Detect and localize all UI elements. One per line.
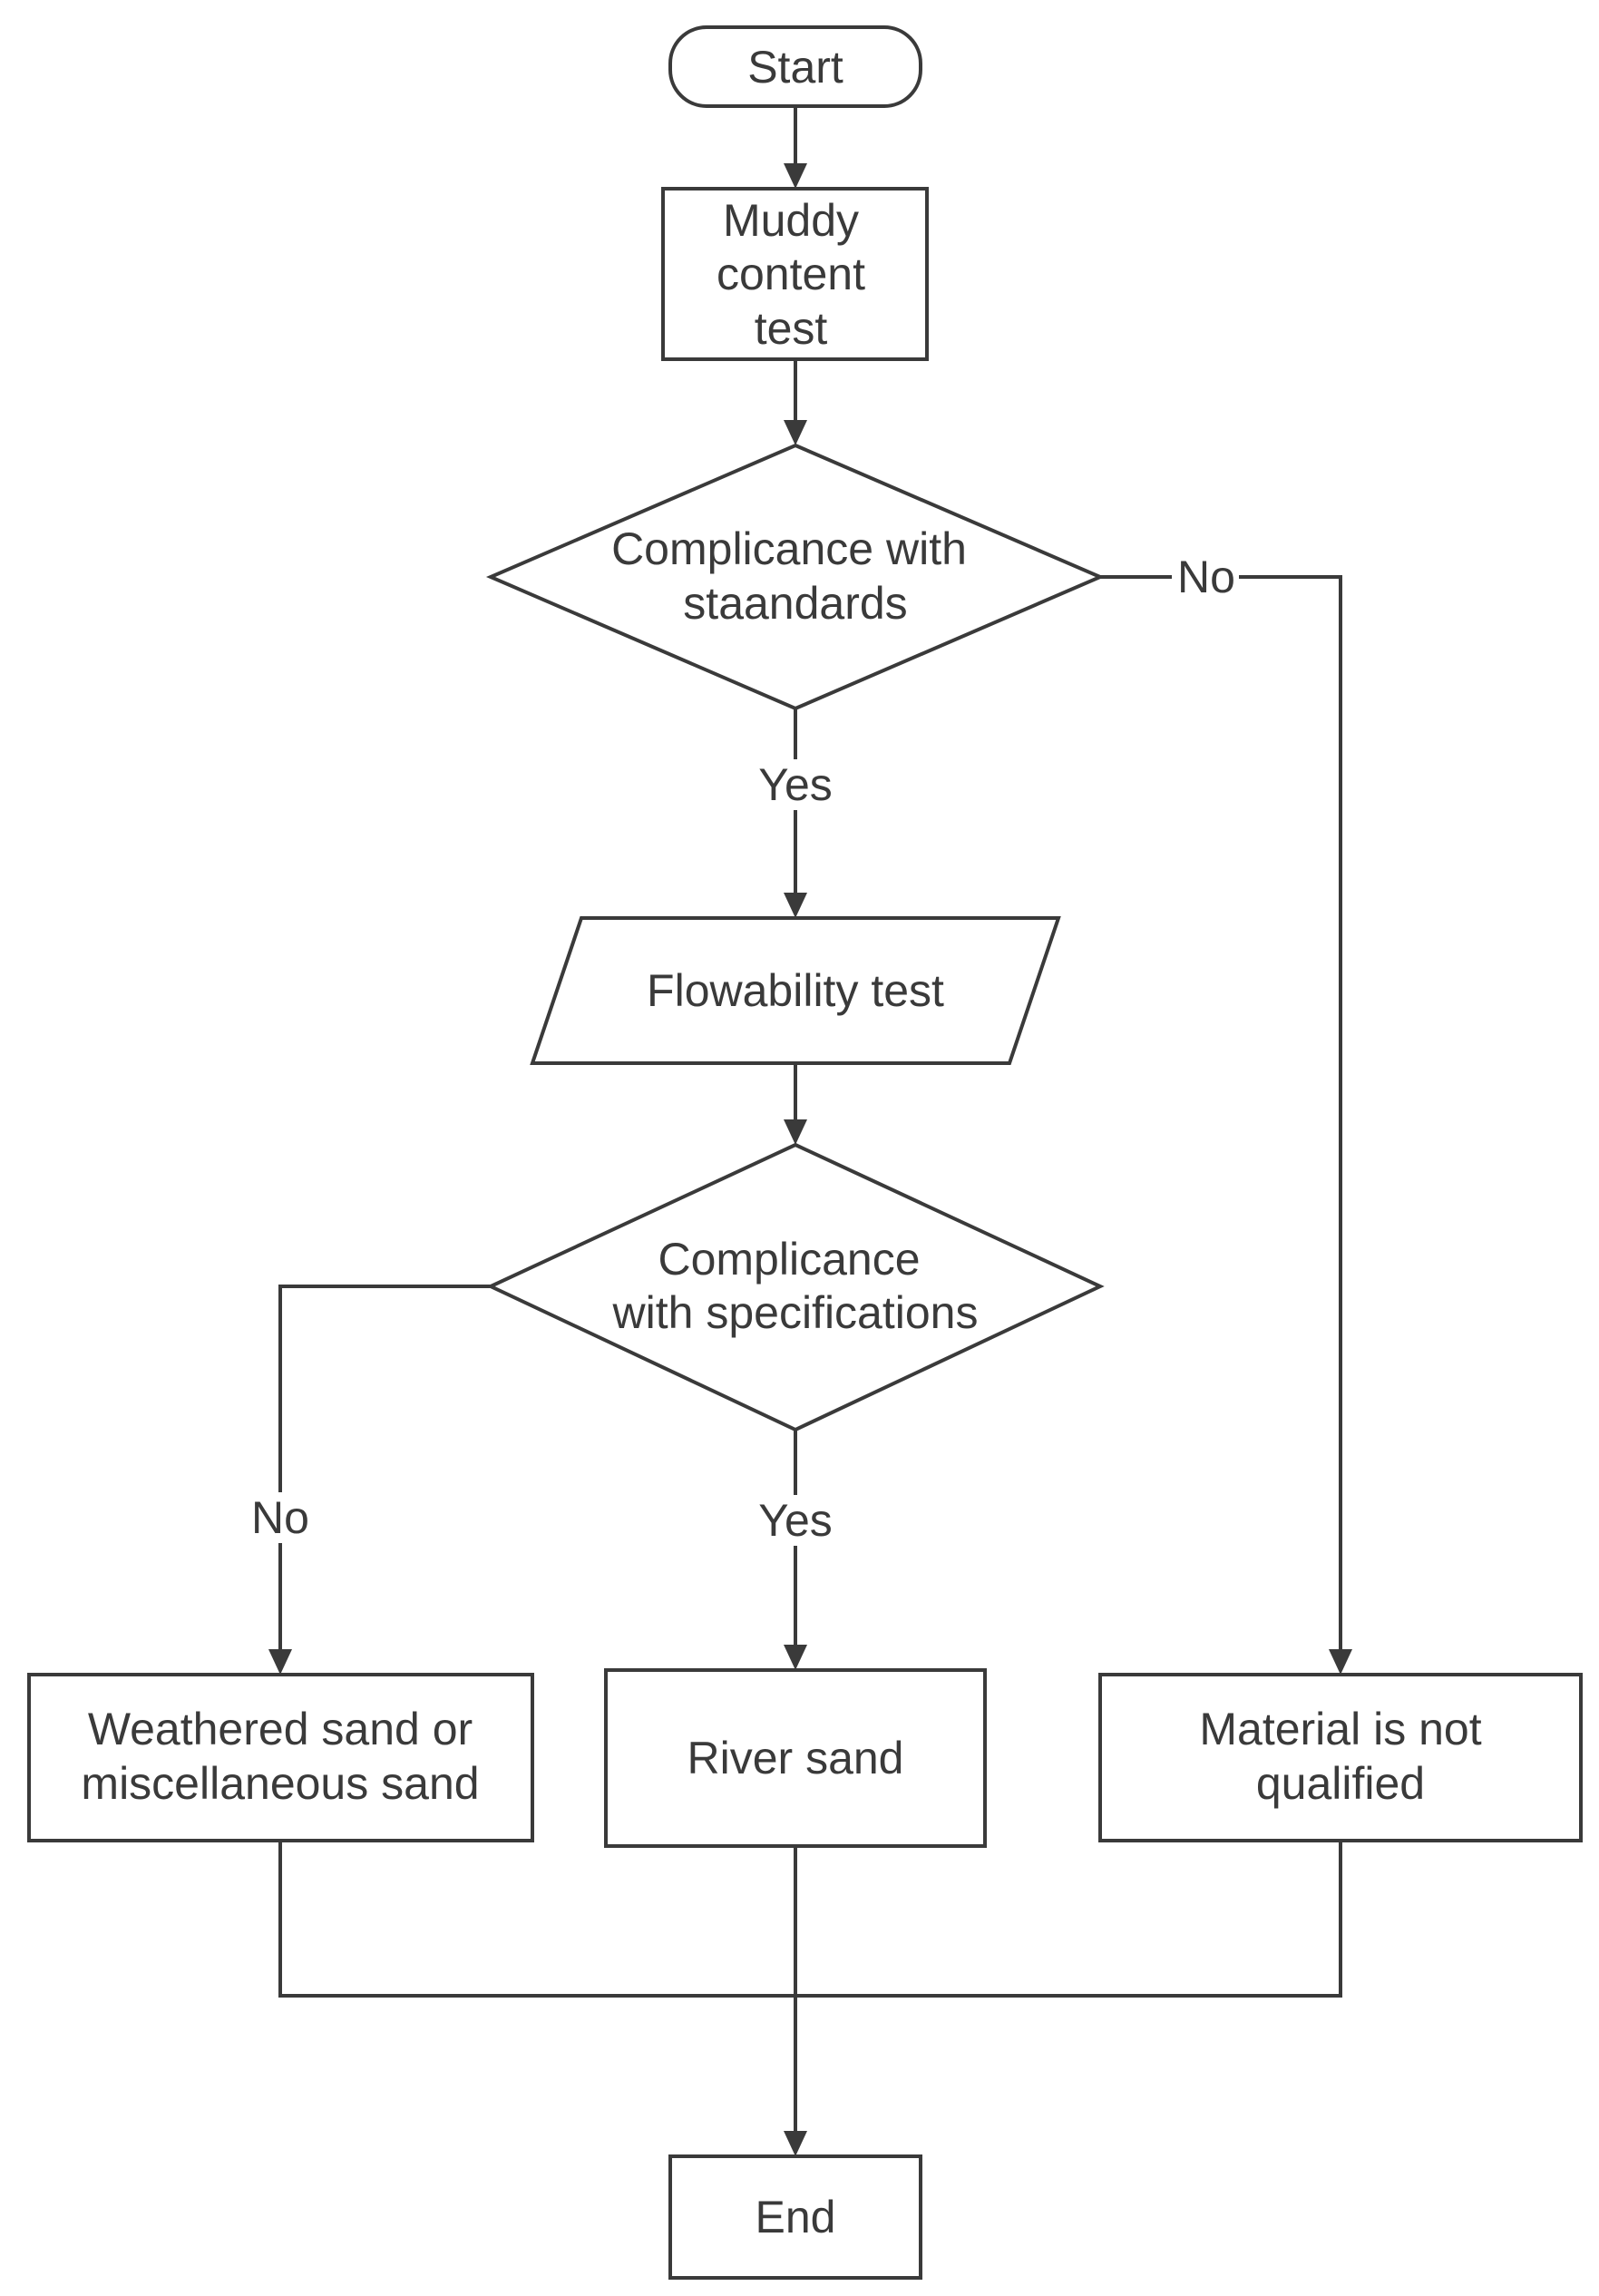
decision-specifications-node: Complicance with specifications: [486, 1142, 1105, 1432]
decision-standards-line-1: Complicance with: [611, 523, 967, 574]
weathered-label-line-1: Weathered sand or: [88, 1704, 473, 1754]
not-qualified-line-2: qualified: [1256, 1758, 1425, 1809]
label-yes-standards: Yes: [753, 759, 838, 810]
end-node: End: [668, 2154, 922, 2280]
label-no-specifications: No: [247, 1492, 314, 1543]
not-qualified-line-1: Material is not: [1199, 1704, 1481, 1754]
flowability-label: Flowability test: [647, 965, 944, 1016]
connector-decision1-not-qualified: [1100, 575, 1342, 1651]
start-label: Start: [747, 42, 843, 93]
decision-specifications-line-1: Complicance: [658, 1234, 920, 1285]
connector-merge: [278, 1841, 1342, 1998]
muddy-label-line-1: Muddy: [723, 195, 859, 246]
river-sand-label: River sand: [687, 1733, 904, 1783]
arrowhead-river: [784, 1645, 807, 1670]
muddy-label-line-3: test: [755, 303, 828, 354]
label-yes-specifications: Yes: [753, 1495, 838, 1546]
flowability-test-node: Flowability test: [530, 916, 1061, 1065]
muddy-content-test-node: Muddy content test: [661, 187, 929, 361]
arrowhead-muddy: [784, 163, 807, 189]
decision-standards-line-2: staandards: [683, 578, 907, 629]
label-no-standards: No: [1172, 552, 1239, 602]
arrowhead-weathered: [268, 1649, 292, 1675]
arrowhead-end: [784, 2131, 807, 2156]
river-sand-node: River sand: [604, 1668, 987, 1848]
muddy-label-line-2: content: [717, 249, 865, 299]
weathered-label-line-2: miscellaneous sand: [81, 1758, 479, 1809]
arrowhead-not-qualified: [1329, 1649, 1352, 1675]
edge-label-yes-2: Yes: [758, 1495, 833, 1546]
decision-standards-node: Complicance with staandards: [485, 443, 1106, 711]
end-label: End: [756, 2192, 836, 2242]
weathered-sand-node: Weathered sand or miscellaneous sand: [27, 1673, 534, 1842]
connectors: [268, 106, 1352, 2156]
edge-label-no-2: No: [251, 1492, 309, 1543]
arrowhead-decision1: [784, 420, 807, 445]
not-qualified-node: Material is not qualified: [1098, 1673, 1583, 1842]
edge-label-no-1: No: [1177, 552, 1235, 602]
start-node: Start: [668, 25, 922, 108]
connector-decision2-weathered: [278, 1285, 491, 1651]
arrowhead-flowability: [784, 893, 807, 918]
decision-specifications-line-2: with specifications: [612, 1287, 979, 1338]
arrowhead-decision2: [784, 1119, 807, 1145]
edge-label-yes-1: Yes: [758, 759, 833, 810]
